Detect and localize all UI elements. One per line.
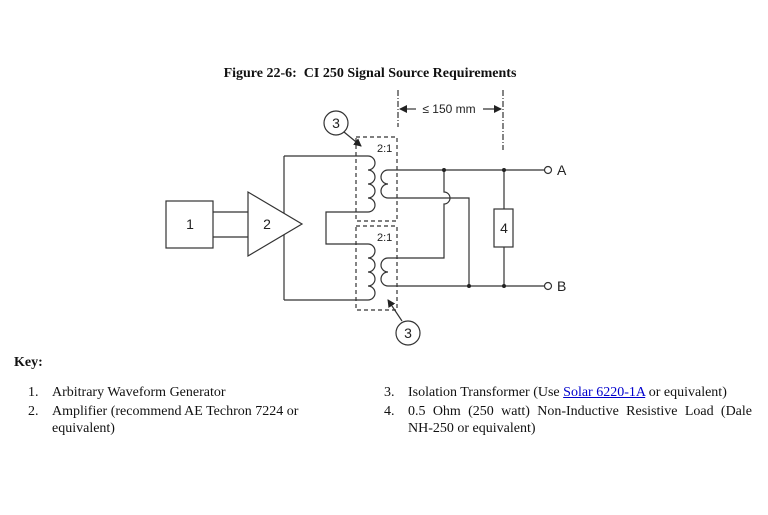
key-item-text: Amplifier (recommend AE Techron 7224 or …: [52, 404, 299, 436]
isolation-transformer-top: 2:1: [355, 136, 398, 222]
resistive-load: 4: [493, 170, 514, 286]
key-item-number: 3.: [384, 385, 395, 400]
solar-6220-1a-link[interactable]: Solar 6220-1A: [563, 385, 646, 400]
terminal-a: A: [543, 162, 567, 178]
dimension-label: ≤ 150 mm: [422, 102, 475, 116]
key-item-text-after: or equivalent): [645, 385, 727, 400]
terminal-b-label: B: [557, 278, 566, 294]
callout-transformer-top: 3: [323, 110, 362, 147]
distance-marker: ≤ 150 mm: [397, 90, 504, 150]
callout-label: 3: [332, 115, 340, 131]
junction-dot: [502, 168, 506, 172]
junction-dot: [467, 284, 471, 288]
key-item-text: Isolation Transformer (Use Solar 6220-1A…: [408, 384, 768, 401]
secondary-coil: [380, 257, 389, 287]
turns-ratio-label: 2:1: [377, 143, 392, 155]
key-item-text: Arbitrary Waveform Generator: [52, 385, 226, 400]
wire-crossover: [388, 170, 451, 259]
key-item-number: 4.: [384, 404, 395, 419]
amplifier-label: 2: [263, 216, 271, 232]
figure-title: Figure 22-6: CI 250 Signal Source Requir…: [223, 66, 517, 81]
turns-ratio-label: 2:1: [377, 232, 392, 244]
key-heading: Key:: [14, 355, 43, 370]
key-item-number: 1.: [28, 385, 39, 400]
callout-label: 3: [404, 325, 412, 341]
wire: [325, 211, 368, 245]
callout-arrow: [387, 299, 403, 322]
key-item-text: 0.5 Ohm (250 watt) Non-Inductive Resisti…: [408, 404, 752, 436]
junction-dot: [442, 168, 446, 172]
key-item-text-before: Isolation Transformer (Use: [408, 385, 564, 400]
callout-arrow: [343, 131, 362, 147]
callout-transformer-bottom: 3: [387, 299, 421, 346]
secondary-coil: [380, 169, 389, 199]
key-item-number: 2.: [28, 404, 39, 419]
terminal-b: B: [543, 278, 566, 294]
amplifier: 2: [247, 190, 304, 258]
wire: [388, 197, 470, 286]
terminal-a-label: A: [557, 162, 567, 178]
isolation-transformer-bottom: 2:1: [355, 225, 398, 311]
load-label: 4: [500, 220, 508, 236]
generator-label: 1: [186, 216, 194, 232]
primary-coil: [367, 155, 376, 213]
junction-dot: [502, 284, 506, 288]
primary-coil: [367, 243, 376, 301]
waveform-generator: 1: [165, 200, 214, 249]
